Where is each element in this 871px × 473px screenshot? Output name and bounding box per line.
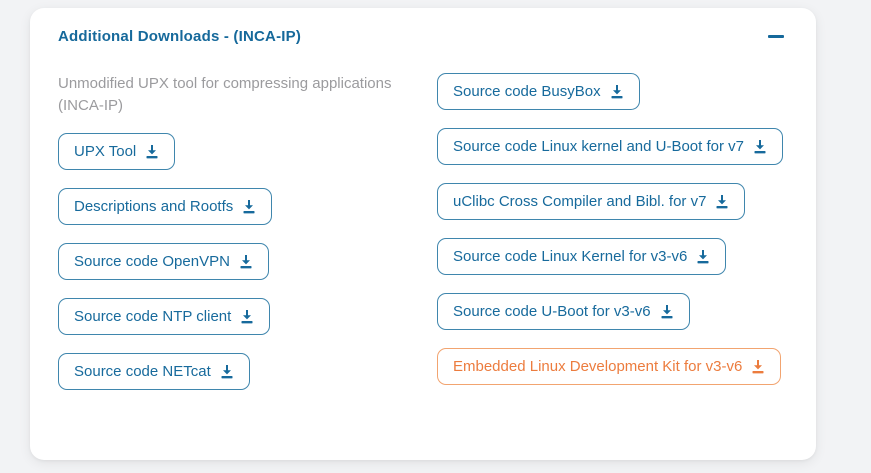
download-button-upx-tool[interactable]: UPX Tool: [58, 133, 176, 170]
download-icon: [715, 194, 729, 209]
download-icon: [240, 309, 254, 324]
download-icon: [239, 254, 253, 269]
download-button-label: Descriptions and Rootfs: [74, 198, 234, 215]
right-column: Source code BusyBox Source code Linux ke…: [437, 73, 788, 385]
collapse-button[interactable]: [764, 29, 788, 44]
download-button-label: Source code NETcat: [74, 363, 211, 380]
download-button-source-code-linux-kernel-v3-v6[interactable]: Source code Linux Kernel for v3-v6: [437, 238, 727, 275]
card-title: Additional Downloads - (INCA-IP): [58, 28, 302, 45]
download-button-label: UPX Tool: [74, 143, 137, 160]
card-header: Additional Downloads - (INCA-IP): [58, 28, 788, 45]
download-button-descriptions-and-rootfs[interactable]: Descriptions and Rootfs: [58, 188, 273, 225]
download-button-source-code-openvpn[interactable]: Source code OpenVPN: [58, 243, 269, 280]
download-button-label: Source code U-Boot for v3-v6: [453, 303, 651, 320]
downloads-columns: Unmodified UPX tool for compressing appl…: [58, 73, 788, 390]
download-button-label: Source code Linux Kernel for v3-v6: [453, 248, 688, 265]
download-icon: [145, 144, 159, 159]
download-icon: [610, 84, 624, 99]
download-button-source-code-uboot-v3-v6[interactable]: Source code U-Boot for v3-v6: [437, 293, 690, 330]
minus-icon: [768, 35, 784, 38]
download-button-label: Source code BusyBox: [453, 83, 601, 100]
download-icon: [220, 364, 234, 379]
download-button-embedded-linux-development-kit-v3-v6[interactable]: Embedded Linux Development Kit for v3-v6: [437, 348, 782, 385]
download-icon: [242, 199, 256, 214]
left-column: Unmodified UPX tool for compressing appl…: [58, 73, 409, 390]
download-button-source-code-ntp-client[interactable]: Source code NTP client: [58, 298, 271, 335]
download-button-source-code-linux-kernel-and-uboot-v7[interactable]: Source code Linux kernel and U-Boot for …: [437, 128, 783, 165]
download-icon: [660, 304, 674, 319]
download-button-uclibc-cross-compiler-v7[interactable]: uClibc Cross Compiler and Bibl. for v7: [437, 183, 746, 220]
download-button-source-code-busybox[interactable]: Source code BusyBox: [437, 73, 640, 110]
download-button-label: Embedded Linux Development Kit for v3-v6: [453, 358, 743, 375]
download-icon: [696, 249, 710, 264]
download-button-source-code-netcat[interactable]: Source code NETcat: [58, 353, 250, 390]
additional-downloads-card: Additional Downloads - (INCA-IP) Unmodif…: [30, 8, 816, 460]
download-button-label: Source code OpenVPN: [74, 253, 230, 270]
description-text: Unmodified UPX tool for compressing appl…: [58, 75, 392, 114]
download-icon: [753, 139, 767, 154]
download-button-label: uClibc Cross Compiler and Bibl. for v7: [453, 193, 707, 210]
download-icon: [751, 359, 765, 374]
download-button-label: Source code NTP client: [74, 308, 232, 325]
download-button-label: Source code Linux kernel and U-Boot for …: [453, 138, 744, 155]
